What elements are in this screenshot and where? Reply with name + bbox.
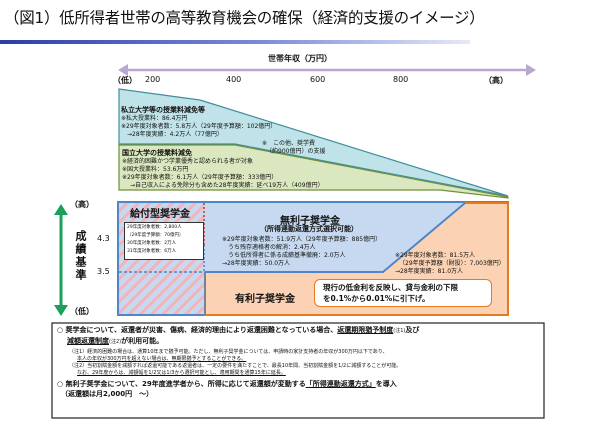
national-line: ※経済的困難かつ学業優秀と認められる者が対象 — [122, 158, 254, 165]
page-title: （図1）低所得者世帯の高等教育機会の確保（経済的支援のイメージ） — [4, 9, 485, 27]
title-underline — [0, 40, 470, 44]
interest-line: →28年度実績：81.0万人 — [395, 268, 464, 275]
x-high-label: （高） — [484, 76, 508, 85]
callout-line: を0.1%から0.01%に引下げ。 — [323, 294, 430, 303]
note-line: ※ この他、奨学費 — [262, 140, 316, 147]
text: ○ 奨学金について、返還者が災害、傷病、経済的理由により返還困難となっている場合… — [57, 326, 338, 334]
text: 減額返還制度 — [67, 337, 109, 345]
text: 「所得連動返還方式」 — [305, 380, 376, 388]
notes-block: ○ 奨学金について、返還者が災害、傷病、経済的理由により返還困難となっている場合… — [57, 325, 419, 399]
x-axis-arrow — [118, 64, 536, 76]
national-heading: 国立大学の授業料減免 — [122, 149, 192, 157]
interest-free-line: ※29年度対象者数：51.9万人（29年度予算額：885億円） — [222, 236, 382, 243]
x-tick: 400 — [226, 75, 242, 84]
y-low-label: （低） — [70, 307, 94, 316]
footnote-2-cont: なお、29年度からは、減額幅を1/2又は1/3から選択可能とし、適用期間を通算1… — [77, 370, 286, 376]
y-tick: 3.5 — [97, 267, 110, 276]
text: を導入 — [375, 380, 397, 388]
scholarship-note: ※ この他、奨学費 （約900億円）の支援 — [262, 140, 325, 156]
private-tuition-block: 私立大学等の授業料減免等 ※私大授業料：86.4万円 ※29年度対象者数：5.8… — [121, 106, 276, 139]
grant-line: 29年度対象者数：2,800人 — [127, 225, 182, 230]
x-low-label: （低） — [113, 76, 137, 85]
footnote-1-cont: 本人の年収が300万円を超えない場合は、無期限猶予とすることができる。 — [77, 356, 247, 362]
grant-line: 31年度対象者数：6万人 — [127, 249, 177, 254]
x-tick: 600 — [310, 75, 326, 84]
text: が利用可能。 — [121, 337, 164, 345]
x-tick: 800 — [393, 75, 409, 84]
grant-line: （29年度予算額：70億円） — [127, 233, 184, 238]
national-tuition-area — [118, 144, 509, 199]
note-bullet-2-cont: （返還額は月2,000円 ～） — [61, 390, 154, 398]
private-line: →28年度実績：4.2万人（77億円） — [127, 131, 223, 138]
national-line: ※29年度対象者数：6.1万人（29年度予算額：333億円） — [122, 174, 278, 181]
interest-free-line: →28年度実績：50.0万人 — [222, 260, 291, 267]
footnote-1: （注1）経済的困難の場合は、通算10年まで猶予可能。ただし、無利子奨学金について… — [69, 349, 388, 355]
text: 返還期限猶予制度 — [337, 326, 394, 334]
callout-line: 現行の低金利を反映し、貸与金利の下限 — [323, 283, 458, 292]
bottom-notes-frame — [51, 322, 545, 419]
national-line: →自己収入による免除分も含めた28年度実績：延べ19万人（409億円） — [130, 182, 324, 189]
interest-free-line: うち低所得者に係る成績基準撤廃：2.0万人 — [228, 252, 346, 259]
grant-heading: 給付型奨学金 — [130, 209, 190, 220]
interest-free-block: ※29年度対象者数：51.9万人（29年度予算額：885億円） うち残存適格者の… — [222, 236, 381, 268]
interest-block: ※29年度対象者数：81.5万人 （29年度予算額（財投）：7,003億円） →… — [395, 252, 505, 276]
footnote-2: （注2）当初割賦金額を減額すれば返還可能である返還者は、一定の要件を満たすことで… — [69, 363, 402, 369]
text: ○ 無利子奨学金について、29年度進学者から、所得に応じて返還額が変動する — [57, 380, 306, 388]
text: (注1) — [393, 328, 406, 334]
note-line: （約900億円）の支援 — [266, 148, 326, 155]
private-tuition-area — [118, 88, 509, 197]
y-axis-label: 成績基準 — [74, 230, 87, 282]
note-bullet-2: ○ 無利子奨学金について、29年度進学者から、所得に応じて返還額が変動する「所得… — [57, 379, 419, 389]
note-bullet-1: ○ 奨学金について、返還者が災害、傷病、経済的理由により返還困難となっている場合… — [57, 325, 419, 336]
text: 及び — [405, 326, 420, 334]
note-bullet-1-cont: 減額返還制度(注2)が利用可能。 — [57, 336, 419, 347]
national-line: ※国大授業料：53.6万円 — [122, 166, 189, 173]
x-tick: 200 — [145, 75, 161, 84]
interest-free-heading: 無利子奨学金 — [280, 216, 340, 227]
interest-heading: 有利子奨学金 — [235, 294, 295, 305]
private-line: ※29年度対象者数：5.8万人（29年度予算額：102億円） — [121, 123, 277, 130]
text: (注2) — [109, 339, 122, 345]
private-heading: 私立大学等の授業料減免等 — [121, 106, 205, 114]
y-axis-arrow — [54, 204, 68, 316]
interest-callout: 現行の低金利を反映し、貸与金利の下限 を0.1%から0.01%に引下げ。 — [314, 279, 492, 307]
interest-line: （29年度予算額（財投）：7,003億円） — [399, 260, 505, 267]
private-line: ※私大授業料：86.4万円 — [121, 115, 188, 122]
national-tuition-block: 国立大学の授業料減免 ※経済的困難かつ学業優秀と認められる者が対象 ※国大授業料… — [122, 149, 324, 190]
interest-free-sub: （所得連動返還方式選択可能） — [260, 225, 358, 233]
x-axis-label: 世帯年収（万円） — [268, 54, 332, 63]
grant-details: 29年度対象者数：2,800人 （29年度予算額：70億円） 30年度対象者数：… — [124, 222, 204, 260]
y-tick: 4.3 — [97, 234, 110, 243]
footnotes: （注1）経済的困難の場合は、通算10年まで猶予可能。ただし、無利子奨学金について… — [57, 349, 419, 377]
interest-free-line: うち残存適格者の解消：2.4万人 — [228, 244, 316, 251]
interest-line: ※29年度対象者数：81.5万人 — [395, 252, 476, 259]
grant-line: 30年度対象者数：2万人 — [127, 241, 177, 246]
y-high-label: （高） — [70, 200, 94, 209]
